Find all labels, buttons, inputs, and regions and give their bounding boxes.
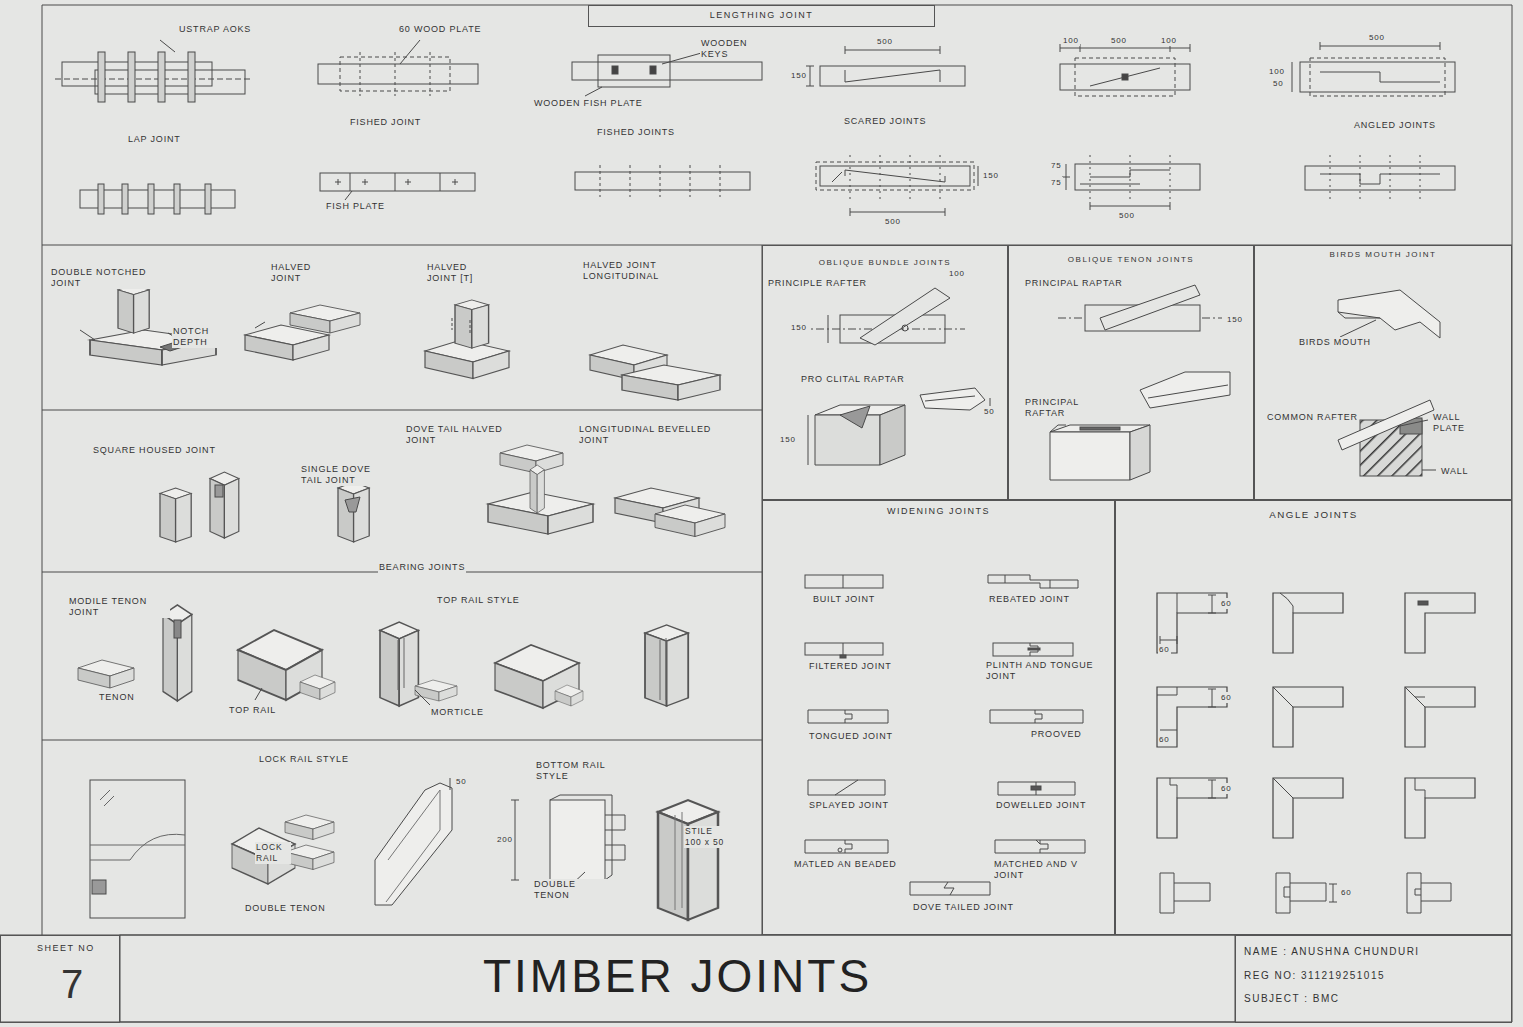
panel-heading: BIRDS MOUTH JOINT: [1255, 250, 1511, 259]
part-label: NOTCH DEPTH: [172, 326, 224, 348]
part-label: FILTERED JOINT: [808, 661, 893, 672]
dimension-label: 60: [1340, 887, 1353, 898]
part-label: TENON: [98, 692, 136, 703]
part-label: STILE 100 x 50: [684, 826, 731, 848]
dimension-label: 50: [983, 406, 996, 417]
dimension-label: 100: [1268, 66, 1286, 77]
part-label: LONGITUDINAL BEVELLED JOINT: [578, 424, 740, 446]
panel-heading: SHEET NO: [37, 943, 119, 953]
dimension-label: 150: [779, 434, 797, 445]
dimension-label: 150: [790, 322, 808, 333]
part-label: SQUARE HOUSED JOINT: [92, 445, 217, 456]
sheet-title: TIMBER JOINTS: [120, 948, 1235, 1004]
panel-heading: ANGLE JOINTS: [1116, 509, 1511, 520]
dimension-label: 500: [884, 216, 902, 227]
part-label: SCARED JOINTS: [843, 116, 927, 127]
drawing-panel: NAME : ANUSHNA CHUNDURI REG NO: 311219251…: [1235, 935, 1512, 1023]
part-label: WALL: [1440, 466, 1469, 477]
dimension-label: 150: [982, 170, 1000, 181]
part-label: REBATED JOINT: [988, 594, 1071, 605]
dimension-label: 60: [1220, 692, 1233, 703]
part-label: BEARING JOINTS: [378, 562, 466, 573]
dimension-label: 75: [1050, 160, 1063, 171]
drawing-panel: LENGTHING JOINT: [588, 5, 935, 27]
panel-text: 7: [61, 961, 119, 1007]
drawing-panel: BIRDS MOUTH JOINT: [1254, 245, 1512, 500]
part-label: PROOVED: [1030, 729, 1083, 740]
part-label: FISH PLATE: [325, 201, 386, 212]
dimension-label: 50: [1272, 78, 1285, 89]
part-label: FISHED JOINT: [349, 117, 422, 128]
dimension-label: 500: [876, 36, 894, 47]
part-label: WOODEN KEYS: [700, 38, 762, 60]
part-label: DOVE TAILED JOINT: [912, 902, 1015, 913]
part-label: HALVED JOINT [T]: [426, 262, 498, 284]
dimension-label: 100: [1062, 35, 1080, 46]
dimension-label: 150: [1226, 314, 1244, 325]
dimension-label: 100: [948, 268, 966, 279]
part-label: USTRAP AOKS: [178, 24, 252, 35]
dimension-label: 60: [1220, 598, 1233, 609]
panel-heading: OBLIQUE BUNDLE JOINTS: [763, 258, 1007, 267]
part-label: PRINCIPAL RAFTAR: [1024, 397, 1116, 419]
part-label: BIRDS MOUTH: [1298, 337, 1372, 348]
panel-text: REG NO: 311219251015: [1244, 970, 1511, 982]
part-label: TOP RAIL: [228, 705, 277, 716]
dimension-label: 60: [1158, 734, 1171, 745]
part-label: WOODEN FISH PLATE: [533, 98, 643, 109]
part-label: HALVED JOINT LONGITUDINAL: [582, 260, 714, 282]
dimension-label: 500: [1110, 35, 1128, 46]
part-label: PRINCIPLE RAFTER: [767, 278, 868, 289]
part-label: DOUBLE TENON: [244, 903, 326, 914]
dimension-label: 150: [790, 70, 808, 81]
part-label: ANGLED JOINTS: [1353, 120, 1437, 131]
dimension-label: 60: [1220, 783, 1233, 794]
dimension-label: 200: [496, 834, 514, 845]
part-label: LAP JOINT: [127, 134, 182, 145]
part-label: PLINTH AND TONGUE JOINT: [985, 660, 1107, 682]
part-label: TOP RAIL STYLE: [436, 595, 521, 606]
dimension-label: 75: [1050, 177, 1063, 188]
panel-heading: NAME : ANUSHNA CHUNDURI: [1244, 946, 1511, 958]
part-label: COMMON RAFTER: [1266, 412, 1359, 423]
dimension-label: 500: [1368, 32, 1386, 43]
part-label: SINGLE DOVE TAIL JOINT: [300, 464, 387, 486]
part-label: SPLAYED JOINT: [808, 800, 890, 811]
dimension-label: 100: [1160, 35, 1178, 46]
drawing-panel: SHEET NO 7: [0, 935, 120, 1023]
part-label: LOCK RAIL STYLE: [258, 754, 350, 765]
part-label: DOUBLE NOTCHED JOINT: [50, 267, 162, 289]
part-label: LOCK RAIL: [255, 842, 291, 864]
part-label: TONGUED JOINT: [808, 731, 894, 742]
panel-heading: LENGTHING JOINT: [589, 10, 934, 20]
dimension-label: 50: [455, 776, 468, 787]
part-label: DOUBLE TENON: [533, 879, 610, 901]
part-label: WALL PLATE: [1432, 412, 1479, 434]
part-label: DOVE TAIL HALVED JOINT: [405, 424, 507, 446]
dimension-label: 60: [1158, 644, 1171, 655]
part-label: MODILE TENON JOINT: [68, 596, 170, 618]
part-label: BUILT JOINT: [812, 594, 876, 605]
dimension-label: 500: [1118, 210, 1136, 221]
part-label: DOWELLED JOINT: [995, 800, 1087, 811]
part-label: FISHED JOINTS: [596, 127, 676, 138]
part-label: MATCHED AND V JOINT: [993, 859, 1107, 881]
part-label: BOTTOM RAIL STYLE: [535, 760, 627, 782]
drawing-panel: ANGLE JOINTS: [1115, 500, 1512, 935]
panel-text: SUBJECT : BMC: [1244, 993, 1511, 1005]
panel-heading: OBLIQUE TENON JOINTS: [1009, 255, 1253, 264]
part-label: MATLED AN BEADED: [793, 859, 898, 870]
part-label: MORTICLE: [430, 707, 485, 718]
part-label: HALVED JOINT: [270, 262, 334, 284]
part-label: 60 WOOD PLATE: [398, 24, 482, 35]
panel-heading: WIDENING JOINTS: [763, 506, 1114, 516]
part-label: PRO CLITAL RAPTAR: [800, 374, 905, 385]
part-label: PRINCIPAL RAPTAR: [1024, 278, 1124, 289]
